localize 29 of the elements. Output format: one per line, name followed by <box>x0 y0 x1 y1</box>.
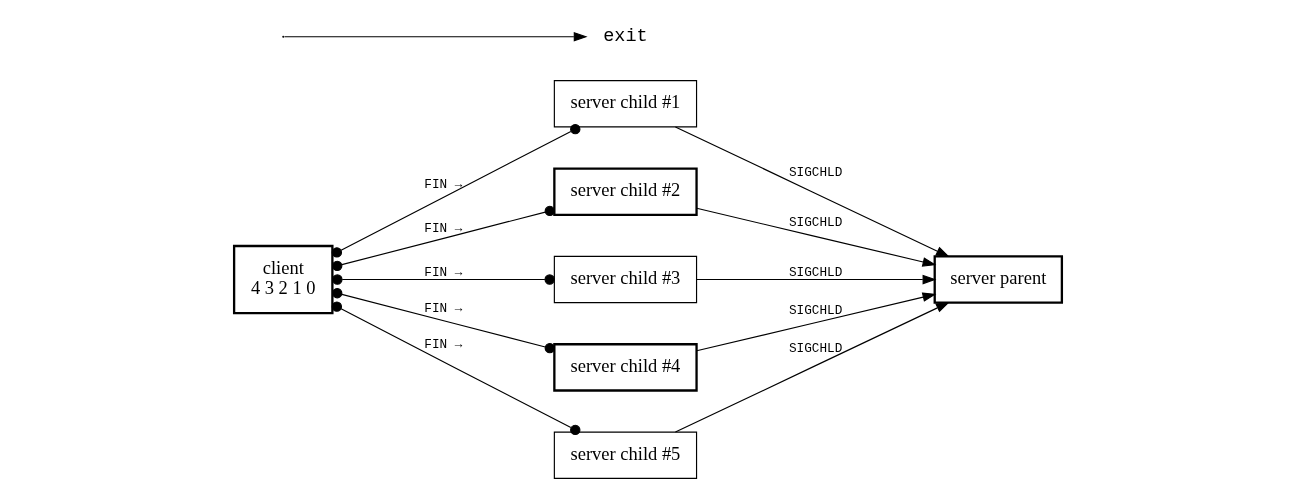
edge-label: FIN → <box>423 300 462 316</box>
arrow <box>674 125 950 257</box>
arrow <box>674 301 950 433</box>
arrow <box>695 291 936 351</box>
edge-label: SIGCHLD <box>788 302 842 318</box>
edge-label: SIGCHLD <box>788 340 842 356</box>
edge-label: SIGCHLD <box>788 164 842 180</box>
arrow <box>695 207 936 267</box>
connector <box>331 123 580 258</box>
node-box: server child #1 <box>553 79 697 127</box>
arrow <box>283 31 588 42</box>
connector <box>331 273 555 285</box>
node-box: server child #3 <box>553 255 697 303</box>
connector <box>331 300 580 435</box>
arrow <box>695 274 936 284</box>
node-box: server child #5 <box>553 431 697 479</box>
edge-label: FIN → <box>423 176 462 192</box>
connector <box>331 205 555 271</box>
edge-label: FIN → <box>423 336 462 352</box>
connector <box>331 287 555 353</box>
edge-label: FIN → <box>423 264 462 280</box>
node-box: server child #2 <box>552 166 698 216</box>
node-text: exit <box>602 25 648 47</box>
node-box: client 4 3 2 1 0 <box>232 244 334 314</box>
node-box: server parent <box>933 254 1063 304</box>
edge-label: SIGCHLD <box>788 264 842 280</box>
node-box: server child #4 <box>552 342 698 392</box>
edge-label: SIGCHLD <box>788 214 842 230</box>
edge-label: FIN → <box>423 220 462 236</box>
